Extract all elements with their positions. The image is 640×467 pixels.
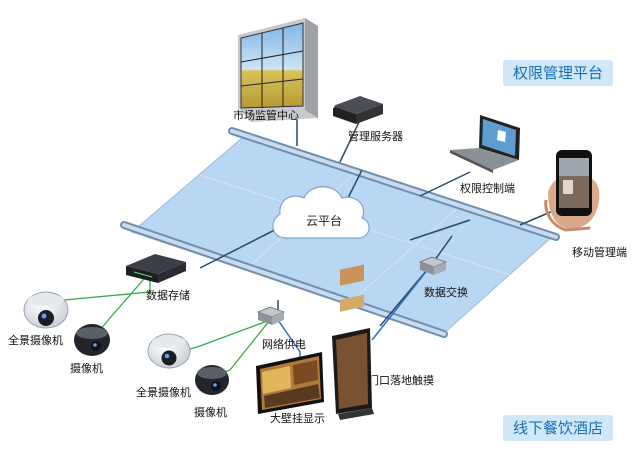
smartphone-icon: [544, 150, 600, 232]
kiosk-icon: [332, 264, 374, 420]
label-floor-touch: 门口落地触摸: [368, 374, 434, 387]
ptz-camera-icon: [195, 365, 229, 395]
label-camera-1: 摄像机: [70, 362, 103, 375]
label-data-switch: 数据交换: [424, 286, 468, 299]
cloud-icon: [272, 186, 370, 239]
label-panoramic-camera-2: 全景摄像机: [136, 386, 191, 399]
rail-top: [228, 127, 560, 241]
label-panoramic-camera-1: 全景摄像机: [8, 334, 63, 347]
label-permission-terminal: 权限控制端: [460, 182, 515, 195]
label-camera-2: 摄像机: [194, 406, 227, 419]
laptop-icon: [450, 115, 520, 173]
server-icon: [324, 96, 383, 124]
label-mgmt-server: 管理服务器: [348, 130, 403, 143]
label-cloud-platform: 云平台: [306, 214, 343, 228]
wall-display-icon: [256, 352, 324, 414]
network-switch-icon: [256, 306, 286, 325]
badge-offline-catering: 线下餐饮酒店: [503, 415, 614, 441]
dome-camera-icon: [147, 333, 191, 369]
video-wall-icon: [238, 18, 318, 122]
label-network-power: 网络供电: [262, 338, 306, 351]
label-mobile-terminal: 移动管理端: [572, 246, 627, 259]
ptz-camera-icon: [74, 324, 110, 356]
storage-device-icon: [126, 254, 186, 283]
network-switch-icon: [418, 256, 448, 275]
dome-camera-icon: [23, 291, 69, 329]
label-wall-display: 大壁挂显示: [270, 412, 325, 425]
label-monitor-center: 市场监管中心: [233, 109, 299, 122]
badge-permission-platform: 权限管理平台: [503, 60, 614, 86]
label-data-storage: 数据存储: [146, 289, 190, 302]
